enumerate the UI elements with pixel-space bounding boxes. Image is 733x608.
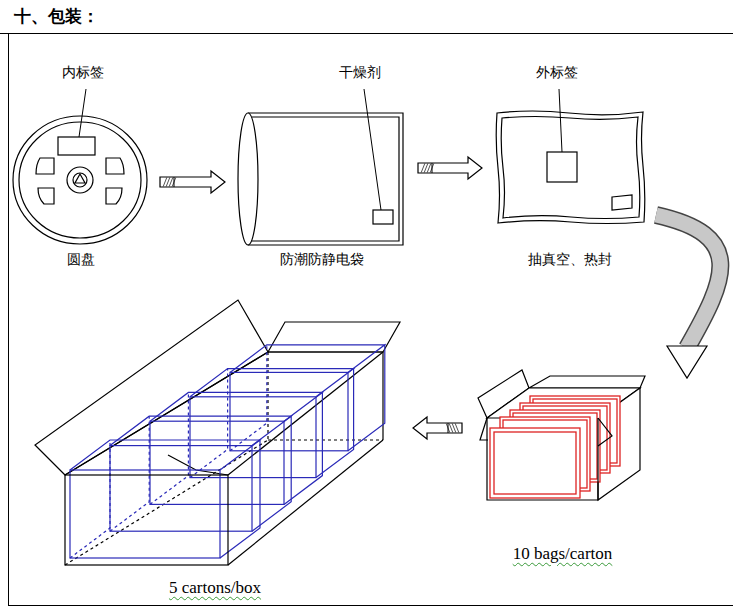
stage-caption: 5 cartons/box [166, 576, 264, 600]
barrier-bag [238, 113, 403, 245]
arrow-hatch [446, 423, 450, 433]
callout-label: 干燥剂 [337, 64, 383, 80]
page-frame [0, 33, 733, 606]
box-stage: 5 cartons/box [25, 315, 405, 600]
carton-outline [150, 421, 284, 504]
carton-edge [110, 416, 291, 531]
section-title: 十、包装： [14, 6, 99, 26]
stage-caption: 抽真空、热封 [525, 248, 615, 270]
carton-edge [230, 345, 385, 451]
inner-cartons [70, 345, 385, 558]
carton-front [480, 418, 612, 500]
curve-head [667, 346, 707, 378]
carton-edge [150, 392, 322, 504]
carton-hidden-edge [150, 392, 188, 504]
arrow-hatch [432, 163, 433, 173]
carton-hidden-edge [190, 369, 228, 478]
arrow-body [160, 171, 225, 193]
curved-arrow [656, 215, 720, 378]
carton-outline [110, 446, 252, 532]
reel [13, 116, 147, 244]
carton-edge [70, 440, 260, 558]
curve-body [656, 215, 720, 348]
block-arrow [160, 171, 225, 193]
block-arrow [413, 417, 462, 439]
curve-outline [656, 215, 720, 348]
arrow-hatch [172, 177, 176, 187]
leader-lines [79, 89, 562, 210]
carton [478, 370, 645, 500]
carton-stage: 10 bags/carton [470, 370, 655, 566]
carton-outline [70, 470, 220, 558]
carton-hidden-edge [230, 345, 267, 451]
arrow-hatch [174, 177, 175, 187]
vacuum-bag [496, 111, 645, 224]
bag-stage: 防潮防静电袋 [233, 95, 410, 270]
carton-outline [230, 372, 348, 450]
carton-edge [190, 369, 354, 478]
stage-caption: 圆盘 [64, 248, 98, 270]
reel-stage: 圆盘 [10, 95, 152, 270]
carton-hidden-edge [70, 440, 110, 558]
stage-caption: 10 bags/carton [510, 542, 616, 566]
seal-stage: 抽真空、热封 [490, 95, 650, 270]
stage-caption: 防潮防静电袋 [277, 248, 367, 270]
carton-hidden-edge [110, 416, 149, 531]
callout-label: 内标签 [60, 64, 106, 80]
bags-in-carton [490, 396, 620, 498]
block-arrow [418, 157, 482, 179]
arrow-hatch [448, 423, 449, 433]
box-front [65, 475, 228, 565]
callout-label: 外标签 [534, 64, 580, 80]
carton-outline [190, 397, 316, 478]
arrow-body [413, 417, 462, 439]
shipping-box [35, 300, 400, 565]
arrow-hatch [430, 163, 434, 173]
arrow-body [418, 157, 482, 179]
